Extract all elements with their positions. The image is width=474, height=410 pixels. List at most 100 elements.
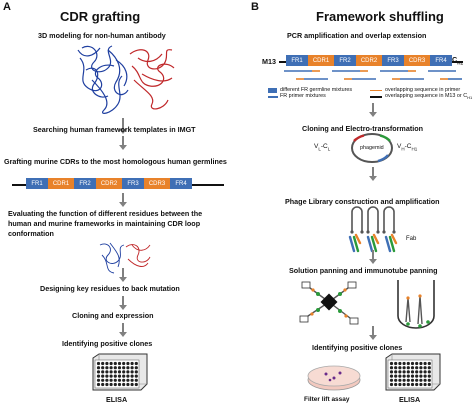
arrow-a6 <box>119 323 127 337</box>
elisa-well <box>394 378 398 382</box>
elisa-well <box>134 374 138 378</box>
elisa-well <box>122 366 126 370</box>
elisa-well <box>398 370 402 374</box>
filter-lift-label: Filter lift assay <box>304 396 350 403</box>
step-pcr-amplification: PCR amplification and overlap extension <box>287 31 427 40</box>
bar-a-cdr3: CDR3 <box>144 178 170 189</box>
phage-particles-image <box>350 206 396 234</box>
elisa-well <box>130 361 134 366</box>
bar-a-cdr1: CDR1 <box>48 178 74 189</box>
elisa-well <box>109 370 113 374</box>
bar-a-cdr2: CDR2 <box>96 178 122 189</box>
elisa-well <box>389 370 394 374</box>
bar-a-fr4: FR4 <box>170 178 192 189</box>
elisa-well <box>96 374 101 378</box>
elisa-well <box>410 361 415 366</box>
elisa-well <box>113 361 117 366</box>
elisa-well <box>427 366 431 370</box>
elisa-well <box>113 370 117 374</box>
elisa-well <box>427 382 431 387</box>
legend-primer-label: FR primer mixtures <box>280 93 326 99</box>
elisa-well <box>113 374 117 378</box>
elisa-well <box>122 361 126 366</box>
elisa-well <box>101 382 105 387</box>
elisa-well <box>130 370 134 374</box>
plasmid-vl-label: VL-CL <box>314 143 331 152</box>
bar-a-fr2: FR2 <box>74 178 96 189</box>
elisa-a-label: ELISA <box>106 395 128 404</box>
elisa-well <box>406 378 410 382</box>
elisa-well <box>126 361 130 366</box>
elisa-well <box>410 374 415 378</box>
elisa-well <box>398 374 402 378</box>
elisa-well <box>419 378 423 382</box>
elisa-well <box>134 378 138 382</box>
elisa-well <box>410 378 415 382</box>
elisa-well <box>406 382 410 387</box>
filter-lift-dish-image <box>307 365 361 391</box>
bar-b-fr3: FR3 <box>382 55 404 66</box>
plasmid-vh-label: VH-CH1 <box>397 143 418 152</box>
elisa-well <box>101 370 105 374</box>
elisa-well <box>415 370 419 374</box>
elisa-well <box>105 366 109 370</box>
elisa-well <box>410 366 415 370</box>
elisa-well <box>423 361 427 366</box>
elisa-well <box>423 370 427 374</box>
arrow-a4 <box>119 268 127 282</box>
elisa-well <box>130 374 134 378</box>
arrow-a1 <box>119 118 127 134</box>
legend-fr-label: different FR germline mixtures <box>280 87 353 93</box>
elisa-wells-b <box>389 361 431 387</box>
arrow-b2 <box>369 167 377 181</box>
step-designing-residues: Designing key residues to back mutation <box>40 284 180 293</box>
elisa-well <box>105 374 109 378</box>
arrow-b4 <box>369 326 377 340</box>
elisa-well <box>398 361 402 366</box>
elisa-well <box>402 370 406 374</box>
arrow-b3 <box>369 250 377 264</box>
bar-a-fr1: FR1 <box>26 178 48 189</box>
primer-arrows <box>284 70 462 80</box>
elisa-well <box>134 366 138 370</box>
elisa-well <box>415 374 419 378</box>
step-panning: Solution panning and immunotube panning <box>289 266 438 275</box>
elisa-well <box>126 374 130 378</box>
elisa-well <box>109 382 113 387</box>
elisa-well <box>419 366 423 370</box>
elisa-well <box>410 382 415 387</box>
elisa-well <box>126 378 130 382</box>
elisa-well <box>113 378 117 382</box>
elisa-well <box>423 374 427 378</box>
elisa-well <box>427 374 431 378</box>
elisa-well <box>427 378 431 382</box>
elisa-well <box>96 378 101 382</box>
elisa-well <box>105 370 109 374</box>
bar-b-cdr1: CDR1 <box>308 55 334 66</box>
elisa-well <box>122 370 126 374</box>
elisa-well <box>415 361 419 366</box>
elisa-well <box>394 366 398 370</box>
elisa-well <box>406 366 410 370</box>
panel-b-letter: B <box>251 1 259 13</box>
structure-overlay-image <box>99 242 151 274</box>
elisa-well <box>389 378 394 382</box>
bar-b-fr2: FR2 <box>334 55 356 66</box>
elisa-well <box>134 370 138 374</box>
elisa-well <box>117 366 122 370</box>
elisa-well <box>406 370 410 374</box>
step-cloning-expression: Cloning and expression <box>72 311 154 320</box>
elisa-well <box>402 378 406 382</box>
elisa-well <box>134 382 138 387</box>
elisa-well <box>122 374 126 378</box>
elisa-well <box>423 382 427 387</box>
elisa-well <box>113 382 117 387</box>
elisa-well <box>105 361 109 366</box>
legend-primer-arrow-icon <box>268 96 278 98</box>
elisa-well <box>389 366 394 370</box>
elisa-well <box>406 361 410 366</box>
elisa-well <box>96 382 101 387</box>
panel-a-letter: A <box>3 1 11 13</box>
elisa-plate-b-image <box>385 353 441 391</box>
fab-fragments-image <box>348 233 398 253</box>
